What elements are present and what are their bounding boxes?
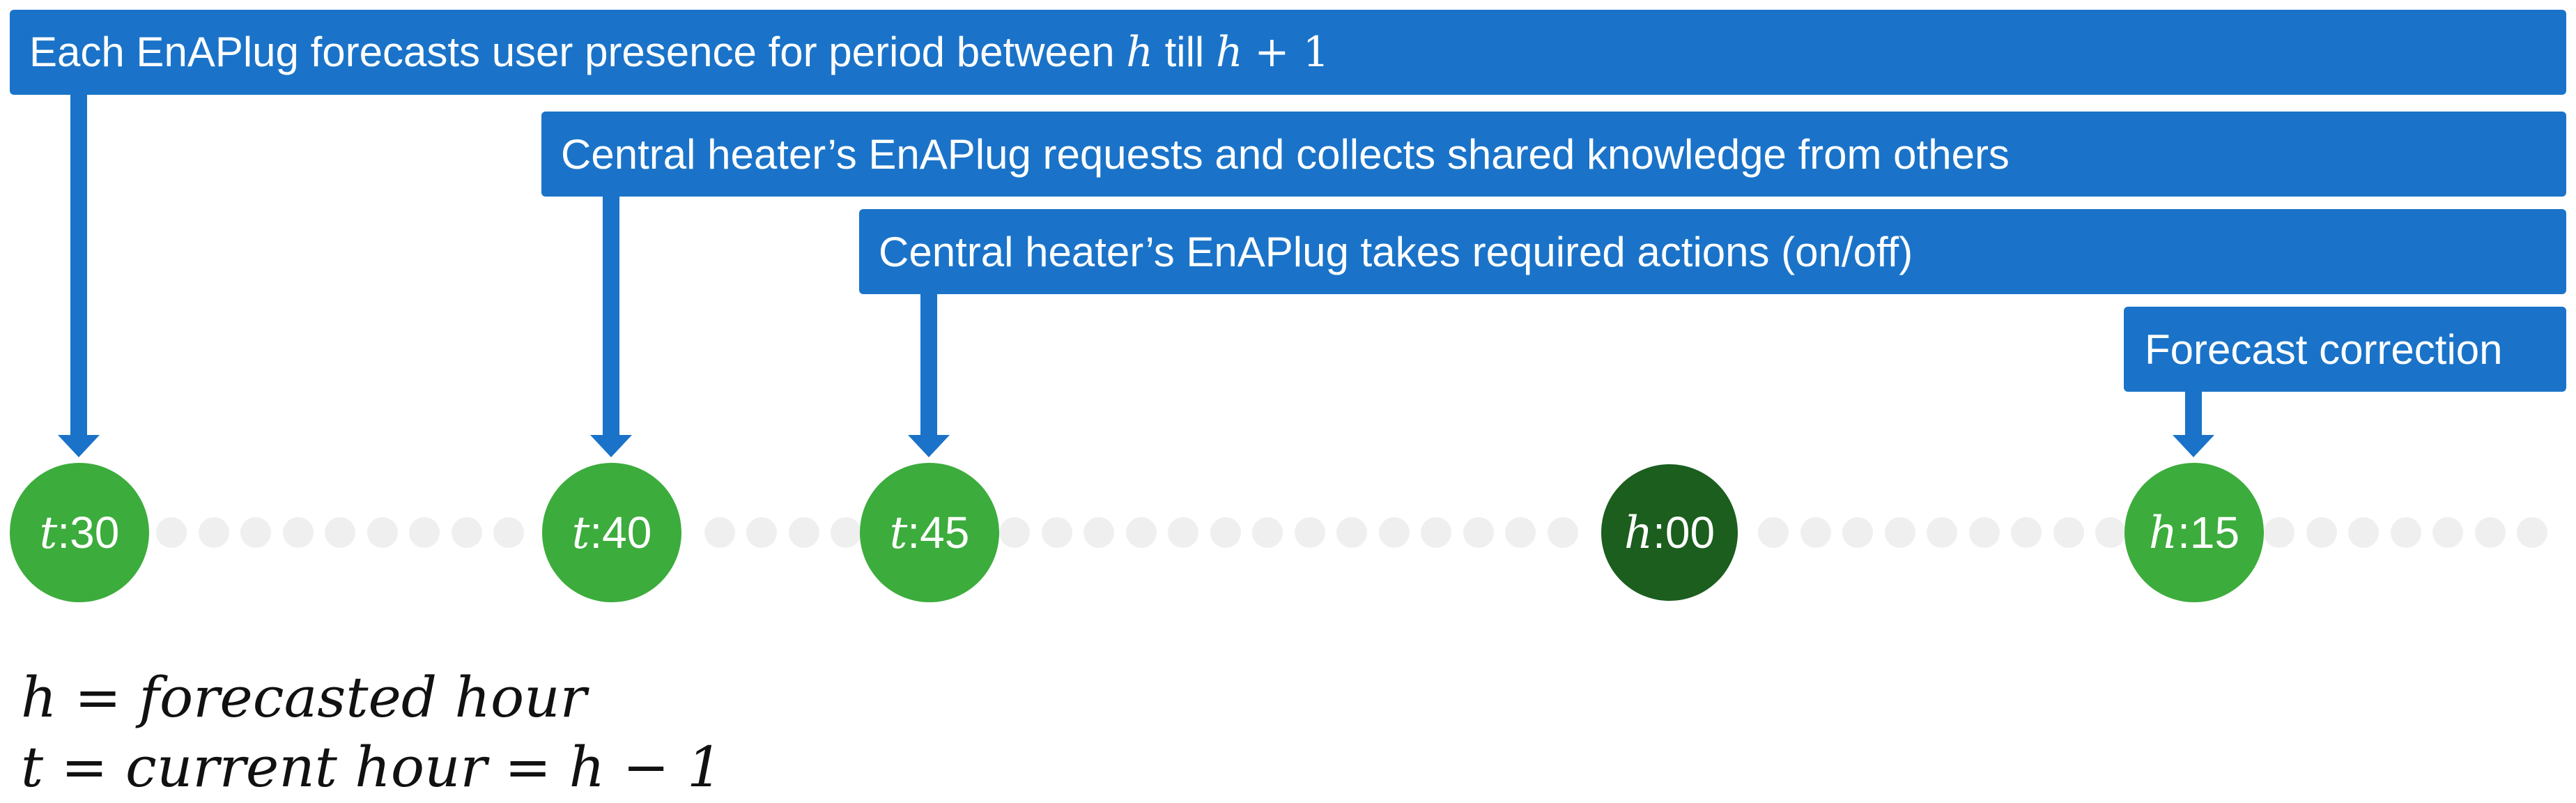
timeline-dot — [1800, 517, 1831, 548]
node-t30-time: :30 — [57, 507, 120, 558]
timeline-dot — [831, 517, 861, 548]
node-h15-var: h — [2148, 507, 2178, 559]
timeline-dot — [2517, 517, 2547, 548]
arrow-head-t45 — [908, 435, 950, 457]
banner-forecast-presence-text: Each EnAPlug forecasts user presence for… — [29, 28, 1329, 77]
node-h00-time: :00 — [1653, 507, 1715, 558]
node-h00: h:00 — [1601, 464, 1738, 601]
node-t45: t:45 — [860, 463, 999, 602]
timeline-dot — [1336, 517, 1367, 548]
banner-var-h: h — [1126, 28, 1153, 77]
arrow-head-t40 — [590, 435, 632, 457]
arrow-stem-h15 — [2185, 392, 2202, 436]
timeline-dot — [2095, 517, 2126, 548]
arrow-stem-t45 — [920, 294, 937, 436]
banner-forecast-presence-label: Each EnAPlug forecasts user presence for… — [29, 29, 1115, 75]
arrow-head-t30 — [58, 435, 100, 457]
timeline-dot — [2264, 517, 2295, 548]
timeline-dot — [746, 517, 777, 548]
banner-till-word: till — [1164, 29, 1205, 75]
node-h00-var: h — [1624, 507, 1653, 559]
banner-forecast-correction-text: Forecast correction — [2145, 326, 2503, 373]
timeline-dot — [2053, 517, 2084, 548]
legend-current-hour: t = current hour = h − 1 — [21, 735, 723, 800]
timeline-dot — [2432, 517, 2463, 548]
timeline-dot — [1758, 517, 1789, 548]
arrow-head-h15 — [2173, 435, 2214, 457]
timeline-dot — [1126, 517, 1157, 548]
banner-forecast-presence: Each EnAPlug forecasts user presence for… — [10, 10, 2566, 95]
banner-collect-knowledge-text: Central heater’s EnAPlug requests and co… — [561, 130, 2010, 178]
node-t40-var: t — [571, 507, 590, 559]
timeline-dot — [2348, 517, 2379, 548]
timeline-dot — [1210, 517, 1241, 548]
timeline-dot — [1379, 517, 1410, 548]
timeline-dot — [156, 517, 187, 548]
node-t30-var: t — [39, 507, 58, 559]
timeline-dot — [199, 517, 229, 548]
timeline-dot — [1042, 517, 1072, 548]
timeline-dot — [1969, 517, 2000, 548]
timeline-dot — [1927, 517, 1957, 548]
timeline-dot — [789, 517, 819, 548]
banner-forecast-correction: Forecast correction — [2124, 307, 2566, 392]
timeline-dot — [240, 517, 271, 548]
timeline-dot — [452, 517, 482, 548]
timeline-dot — [2306, 517, 2337, 548]
timeline-dot — [1168, 517, 1198, 548]
node-t40: t:40 — [542, 463, 681, 602]
timeline-dot — [1505, 517, 1536, 548]
legend-forecasted-hour: h = forecasted hour — [21, 665, 587, 730]
banner-expr-plus-one: + 1 — [1254, 28, 1329, 77]
timeline-dot — [1295, 517, 1325, 548]
timeline-dot — [283, 517, 314, 548]
timeline-dot — [1421, 517, 1451, 548]
timeline-dot — [2475, 517, 2506, 548]
node-h15-time: :15 — [2177, 507, 2240, 558]
timeline-dot — [1083, 517, 1114, 548]
banner-expr-h: h — [1215, 28, 1243, 77]
timeline-dot — [1548, 517, 1578, 548]
banner-take-actions-text: Central heater’s EnAPlug takes required … — [879, 228, 1913, 275]
timeline-dot — [1252, 517, 1283, 548]
timeline-dot — [1463, 517, 1494, 548]
banner-collect-knowledge: Central heater’s EnAPlug requests and co… — [541, 112, 2566, 197]
node-t45-time: :45 — [907, 507, 970, 558]
timeline-dot — [1842, 517, 1873, 548]
node-t45-var: t — [889, 507, 908, 559]
timeline-dot — [409, 517, 440, 548]
timeline-dot — [1885, 517, 1915, 548]
node-h15: h:15 — [2124, 463, 2264, 602]
node-t30: t:30 — [10, 463, 149, 602]
timeline-dot — [2011, 517, 2042, 548]
timeline-dot — [493, 517, 524, 548]
arrow-stem-t30 — [70, 95, 87, 436]
timeline-dot — [999, 517, 1030, 548]
timeline-dot — [325, 517, 355, 548]
timeline-dot — [2391, 517, 2421, 548]
timeline-dot — [704, 517, 735, 548]
timeline-dot — [367, 517, 398, 548]
banner-take-actions: Central heater’s EnAPlug takes required … — [859, 209, 2566, 294]
arrow-stem-t40 — [603, 197, 619, 436]
node-t40-time: :40 — [589, 507, 652, 558]
